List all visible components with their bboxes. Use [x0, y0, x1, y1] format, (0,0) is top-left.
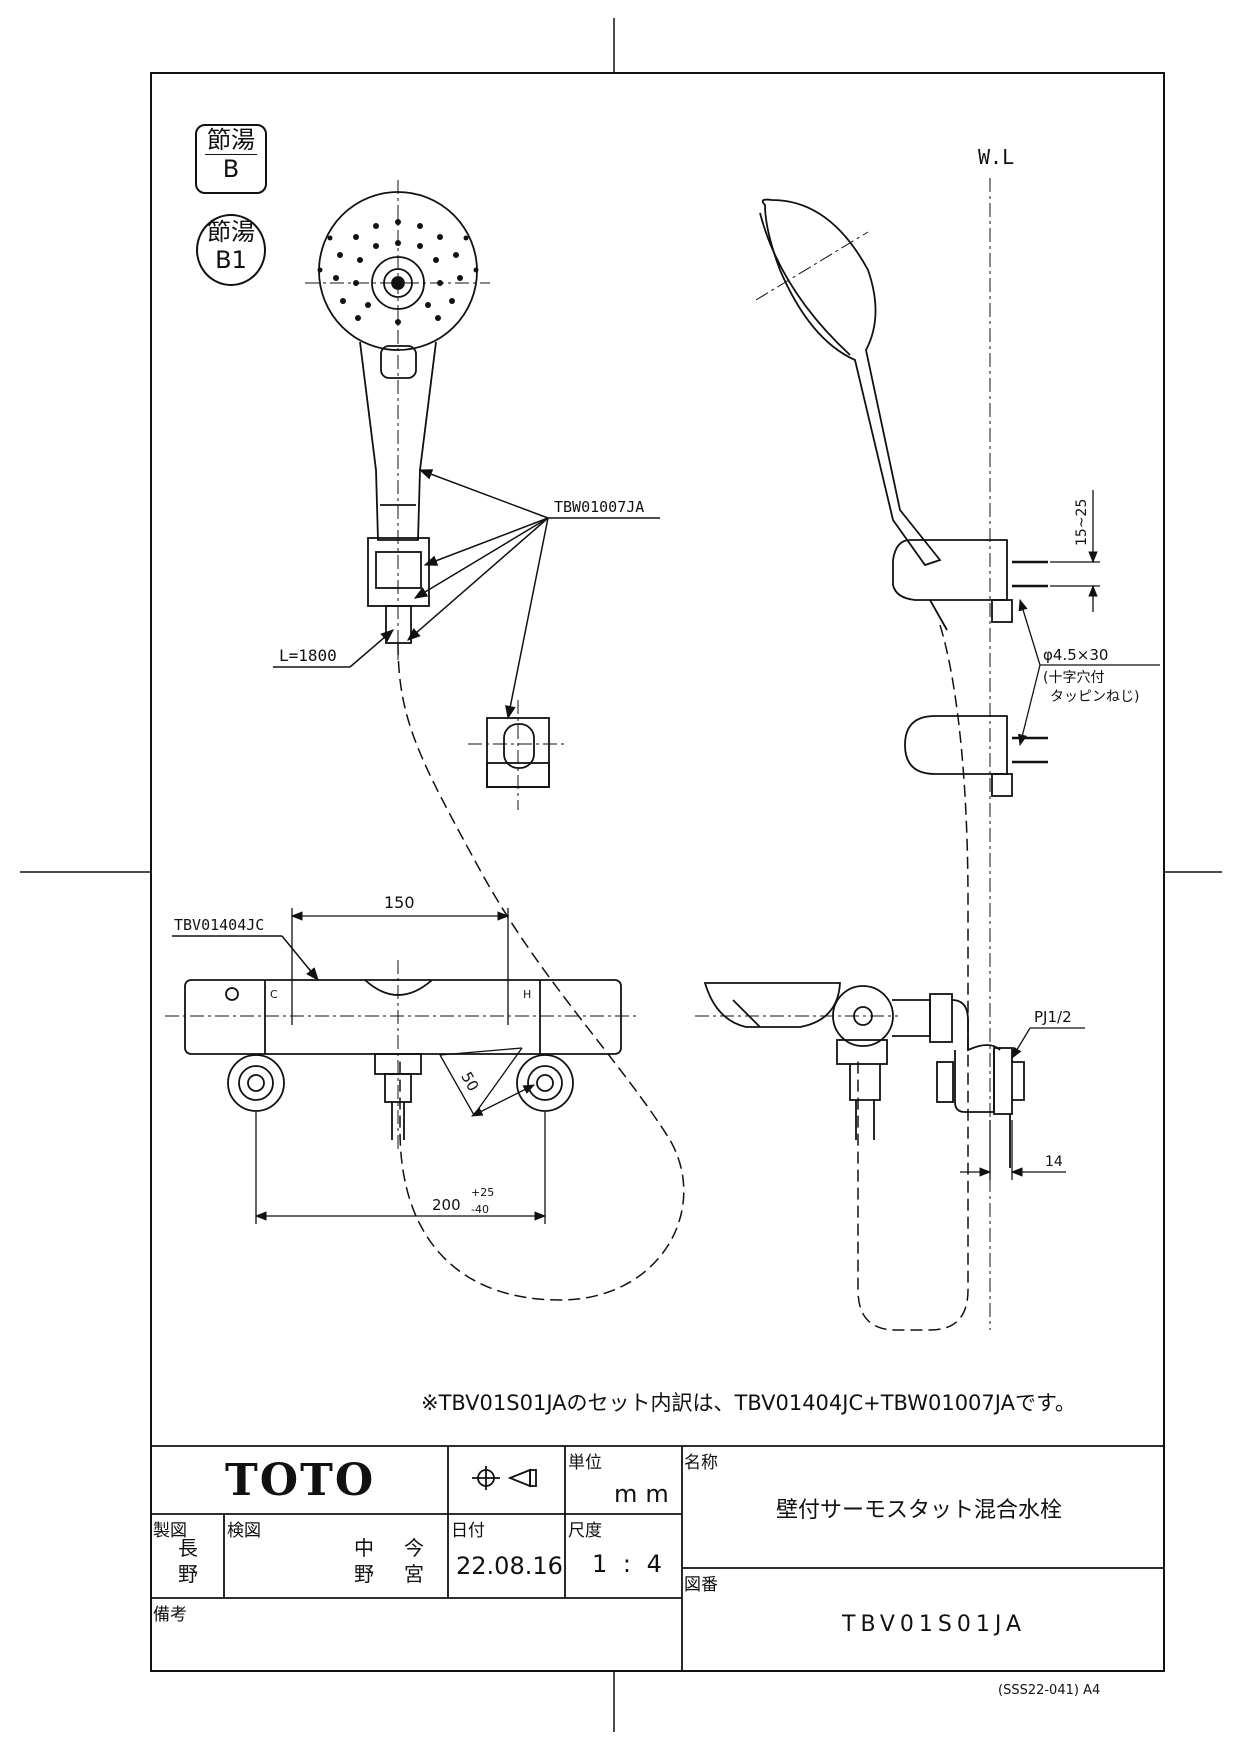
dim-150-text: 150: [384, 893, 415, 912]
valve-body-front: [165, 960, 640, 1150]
product-name: 壁付サーモスタット混合水栓: [776, 1498, 1063, 1523]
drawing-border: [150, 72, 1165, 1672]
screw-type-1: (十字穴付: [1043, 670, 1104, 686]
water-level-label: W.L: [978, 145, 1014, 169]
checked-label: 検図: [227, 1521, 261, 1541]
sheet-code: (SSS22-041) A4: [998, 1683, 1101, 1698]
screw-leader: [1018, 598, 1160, 747]
dim-200-text: 200: [432, 1196, 461, 1214]
dim-14-text: 14: [1045, 1154, 1063, 1170]
remarks-label: 備考: [153, 1605, 187, 1625]
dim-200-minus: -40: [471, 1203, 489, 1216]
valve-part-leader: [172, 935, 319, 982]
dim-14: [960, 1120, 1066, 1180]
drawing-no-value: TBV01S01JA: [842, 1612, 1027, 1637]
hose-length-label: L=1800: [279, 646, 337, 665]
badge-b1-top: 節湯: [207, 218, 255, 246]
dim-50: [439, 1047, 536, 1117]
screw-type-2: タッピンねじ): [1050, 689, 1139, 705]
dim-150: [290, 908, 510, 1025]
holder-detail: [468, 700, 565, 810]
date-value: 22.08.16: [456, 1552, 563, 1580]
screw-size: φ4.5×30: [1043, 646, 1108, 664]
left-inlet: [227, 1054, 285, 1112]
shower-side-view: [755, 198, 1048, 1331]
right-inlet: [516, 1054, 574, 1112]
hose-length-leader: [273, 629, 395, 668]
head-part-leaders: [406, 469, 660, 720]
drawn-label: 製図: [153, 1521, 187, 1541]
spray-nozzles: [317, 219, 479, 325]
dim-50-text: 50: [457, 1069, 482, 1095]
head-part-label: TBW01007JA: [554, 498, 644, 516]
dim-200-plus: +25: [471, 1186, 494, 1199]
set-note: ※TBV01S01JAのセット内訳は、TBV01404JC+TBW01007JA…: [421, 1391, 1076, 1415]
drawn-name-1: 長: [178, 1536, 198, 1560]
checked-name-4: 宮: [404, 1562, 424, 1586]
valve-part-label: TBV01404JC: [174, 916, 264, 934]
badge-b-top: 節湯: [207, 126, 255, 154]
drawing-no-label: 図番: [684, 1575, 718, 1595]
scale-label: 尺度: [568, 1521, 602, 1541]
center-marks: [20, 18, 1222, 1732]
pj-label: PJ1/2: [1034, 1008, 1072, 1026]
checked-name-2: 野: [354, 1562, 374, 1586]
dim-15-25-text: 15~25: [1074, 499, 1090, 546]
drawn-name-2: 野: [178, 1562, 198, 1586]
unit-value: mm: [614, 1480, 677, 1508]
name-label: 名称: [684, 1453, 718, 1473]
water-saving-badge-b1: 節湯 B1: [196, 214, 266, 286]
dim-200: [254, 1112, 547, 1224]
shower-hose: [397, 642, 685, 1301]
toto-logo: TOTO: [225, 1455, 376, 1506]
water-saving-badge-b: 節湯 B: [195, 124, 267, 194]
title-block: [151, 1445, 1164, 1671]
thermostat-bar: [184, 979, 622, 1055]
hot-mark: H: [523, 988, 531, 1001]
checked-name-1: 中: [354, 1536, 374, 1560]
checked-name-3: 今: [404, 1536, 424, 1560]
shower-head-front: [305, 180, 490, 660]
cold-mark: C: [270, 988, 278, 1001]
unit-label: 単位: [568, 1453, 602, 1473]
badge-b-bottom: B: [205, 154, 257, 183]
scale-value: 1 : 4: [592, 1550, 666, 1578]
dim-15-25: [1050, 490, 1100, 612]
faucet-side-view: [695, 982, 1025, 1168]
date-label: 日付: [451, 1521, 485, 1541]
mode-button: [380, 345, 417, 379]
pj-leader: [1011, 1027, 1085, 1060]
badge-b1-bottom: B1: [215, 246, 247, 274]
